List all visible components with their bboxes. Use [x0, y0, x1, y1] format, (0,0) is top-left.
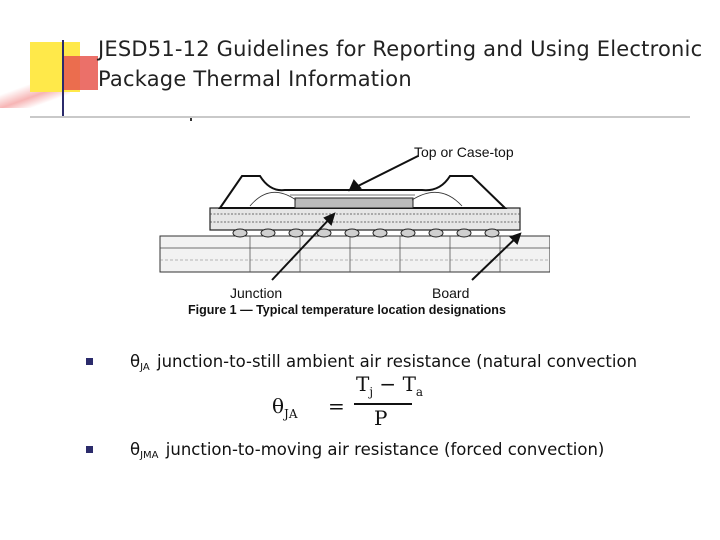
bullet-theta-ja: θJA junction-to-still ambient air resist… — [86, 352, 706, 378]
fraction-bar — [354, 403, 412, 405]
bullet-description: junction-to-still ambient air resistance… — [156, 352, 638, 371]
theta-symbol: θ — [130, 440, 141, 459]
junction-label: Junction — [230, 285, 283, 301]
bullet-text: θJA junction-to-still ambient air resist… — [130, 352, 637, 373]
package-diagram — [124, 118, 551, 281]
board-label: Board — [432, 285, 470, 301]
bullet-square-icon — [86, 446, 93, 453]
formula-denominator: P — [374, 406, 388, 430]
slide-title: JESD51-12 Guidelines for Reporting and U… — [98, 34, 708, 94]
figure-caption: Figure 1 — Typical temperature location … — [188, 303, 506, 317]
slide-title-line-2: Package Thermal Information — [98, 67, 412, 91]
formula-tj: T — [356, 372, 370, 396]
bullet-text: θJMA junction-to-moving air resistance (… — [130, 440, 604, 461]
formula-ta-sub: a — [415, 385, 424, 399]
formula-lhs-subscript: JA — [284, 407, 298, 421]
title-underline-rule — [30, 116, 690, 118]
formula-minus: − — [373, 372, 403, 396]
formula-lhs: θJA — [272, 394, 298, 421]
formula-tj-sub: j — [369, 385, 374, 399]
theta-symbol: θ — [130, 352, 141, 371]
bullet-square-icon — [86, 358, 93, 365]
theta-ja-formula: θJA = Tj − Ta P — [270, 372, 423, 432]
formula-ta: T — [402, 372, 416, 396]
top-case-top-label: Top or Case-top — [414, 144, 514, 160]
theta-subscript: JA — [140, 362, 150, 373]
formula-numerator: Tj − Ta — [356, 372, 423, 399]
decorative-vertical-rule — [62, 40, 64, 118]
decorative-red-square — [64, 56, 98, 90]
theta-subscript: JMA — [140, 450, 159, 461]
package-cross-section-figure: Top or Case-top Junction Board Figure 1 … — [124, 110, 551, 320]
bullet-theta-jma: θJMA junction-to-moving air resistance (… — [86, 440, 706, 466]
bullet-description: junction-to-moving air resistance (force… — [165, 440, 605, 459]
slide-title-line-1: JESD51-12 Guidelines for Reporting and U… — [98, 37, 703, 61]
formula-equals: = — [328, 394, 345, 418]
formula-lhs-symbol: θ — [272, 394, 285, 418]
